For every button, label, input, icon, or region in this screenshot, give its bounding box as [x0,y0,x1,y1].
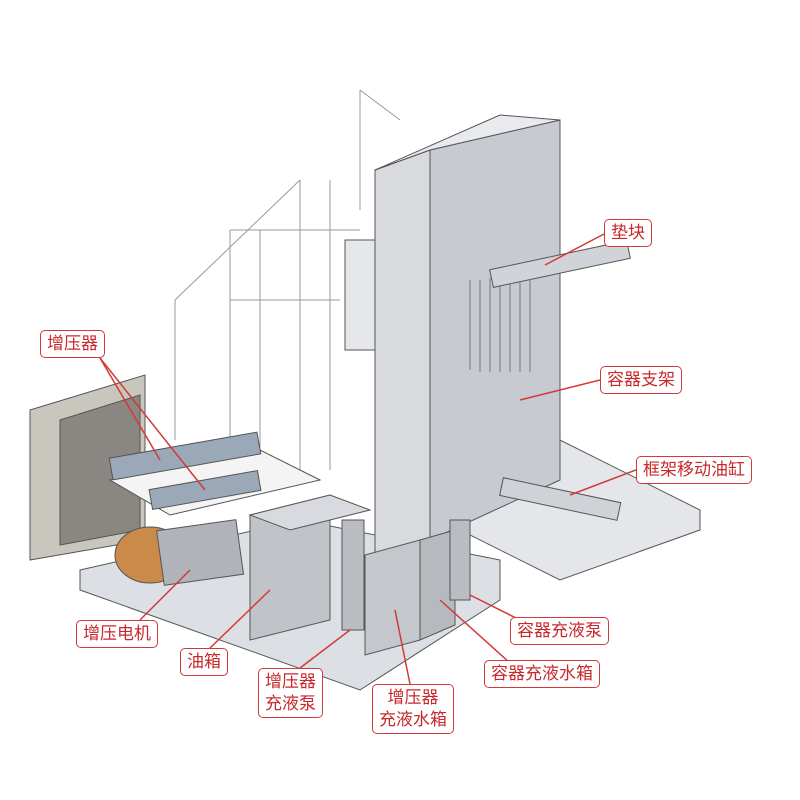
label-text: 充液泵 [265,694,316,714]
move-cylinder [499,477,622,521]
container-tubes [469,270,531,372]
container-fill-pump [449,519,471,601]
label-text: 充液水箱 [379,710,447,730]
label-spacer-block: 垫块 [604,219,652,247]
label-booster-fill-tank: 增压器充液水箱 [372,684,454,734]
booster-fill-tank [364,539,421,656]
label-text: 容器充液泵 [517,621,602,641]
container-fill-tank [419,529,456,641]
label-oil-tank: 油箱 [180,648,228,676]
label-booster-motor: 增压电机 [76,620,158,648]
stair-frame [174,89,401,480]
label-text: 增压器 [47,334,98,354]
label-text: 增压电机 [83,624,151,644]
label-container-fill-pump: 容器充液泵 [510,617,609,645]
label-booster-fill-pump: 增压器充液泵 [258,668,323,718]
label-frame-move-cylinder: 框架移动油缸 [636,456,752,484]
label-text: 容器支架 [607,370,675,390]
label-text: 垫块 [611,223,645,243]
label-text: 油箱 [187,652,221,672]
tank-vessel [344,239,376,351]
label-booster: 增压器 [40,330,105,358]
label-text: 增压器 [387,688,439,708]
spacer-block [489,240,631,288]
label-container-bracket: 容器支架 [600,366,682,394]
booster-fill-pump [341,519,365,631]
main-column [374,149,431,571]
label-text: 增压器 [265,672,316,692]
label-text: 框架移动油缸 [643,460,745,480]
label-container-fill-tank: 容器充液水箱 [484,660,600,688]
label-text: 容器充液水箱 [491,664,593,684]
